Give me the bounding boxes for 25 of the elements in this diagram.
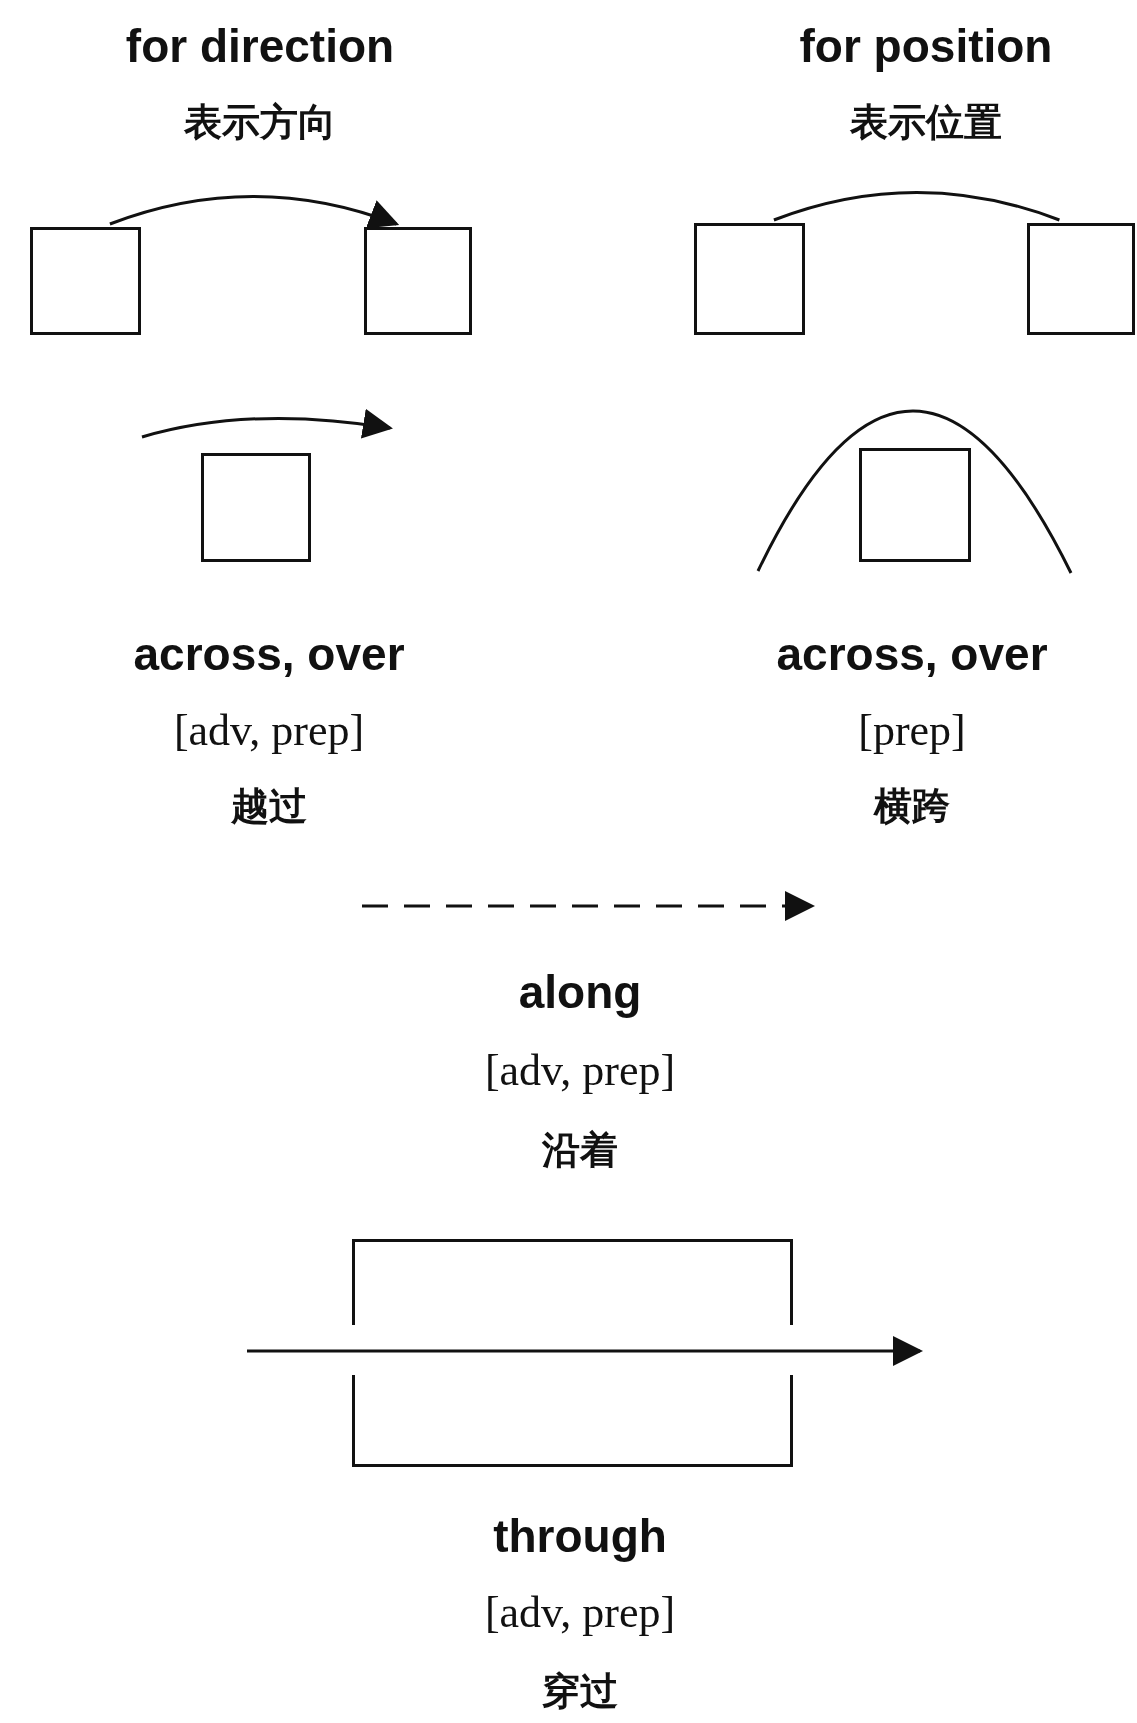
translation: 横跨 (874, 786, 950, 828)
square (694, 223, 805, 335)
open-box (352, 1239, 793, 1467)
word: across, over (776, 628, 1048, 680)
translation: 越过 (231, 786, 307, 828)
part-of-speech: [prep] (858, 706, 966, 756)
translation: 穿过 (542, 1671, 618, 1713)
part-of-speech: [adv, prep] (173, 706, 365, 756)
arc-line (773, 191, 1060, 222)
curved-arrow (109, 195, 400, 230)
square (364, 227, 472, 335)
part-of-speech: [adv, prep] (484, 1588, 676, 1638)
heading: 表示位置 (850, 102, 1002, 144)
heading: for position (799, 20, 1053, 72)
heading: for direction (125, 20, 395, 72)
square (859, 448, 971, 562)
part-of-speech: [adv, prep] (484, 1046, 676, 1096)
square (1027, 223, 1135, 335)
heading: 表示方向 (184, 102, 336, 144)
word: through (493, 1510, 667, 1562)
square (30, 227, 141, 335)
square (201, 453, 311, 562)
word: across, over (133, 628, 405, 680)
word: along (518, 966, 642, 1018)
translation: 沿着 (542, 1130, 618, 1172)
